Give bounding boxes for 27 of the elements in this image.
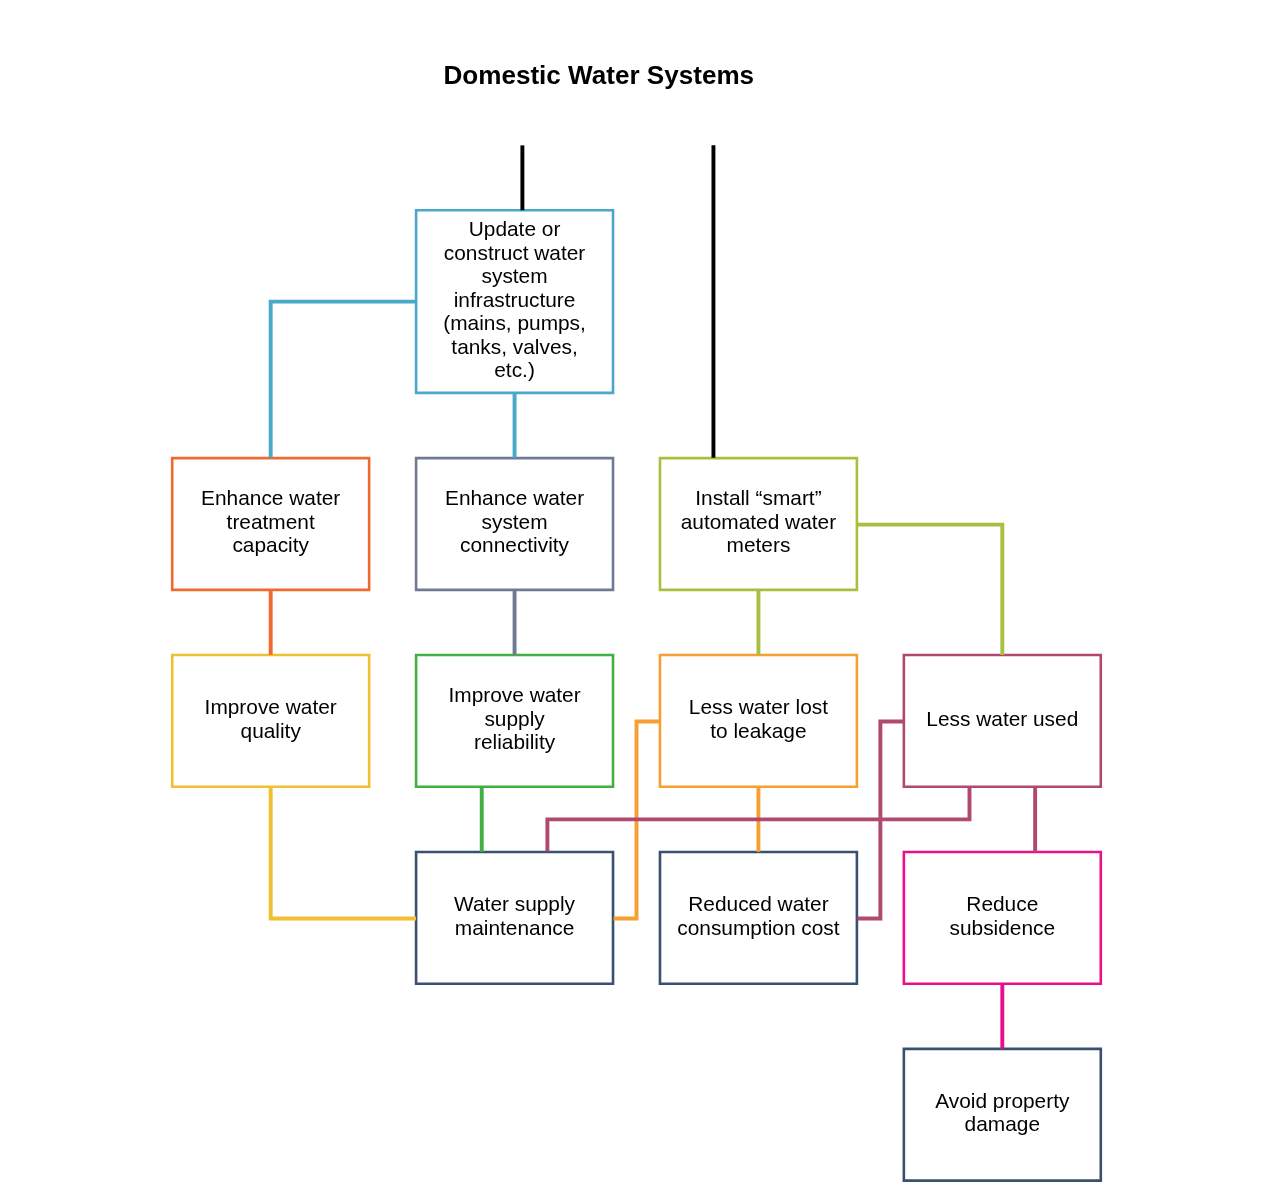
node-box: Enhance water system connectivity [414,456,614,592]
node-box: Avoid property damage [902,1047,1102,1182]
connector [756,590,760,655]
connector [856,522,1004,655]
connector [512,590,516,655]
connector [711,145,715,458]
node-box: Less water used [902,653,1102,789]
node-box: Improve water quality [170,653,370,789]
node-box: Reduced water consumption cost [658,850,858,985]
node-box: Less water lost to leakage [658,653,858,789]
connector [512,393,516,458]
connector [519,145,524,211]
connector [756,787,760,852]
node-box: Install “smart” automated water meters [658,456,858,592]
connector [268,299,416,458]
node-box: Update or construct water system infrastructure (mains, pumps, tanks, valves, etc.) [414,209,614,395]
connector [479,787,484,852]
node-text: Domestic Water Systems [442,60,754,91]
node-box: Water supply maintenance [414,850,614,985]
connector [268,787,416,921]
connector [1032,787,1037,852]
node-box: Reduce subsidence [902,850,1102,985]
connector [544,787,971,852]
connector [999,983,1004,1049]
node-box: Improve water supply reliability [414,653,614,789]
connector [268,590,273,655]
node-box: Enhance water treatment capacity [170,456,370,592]
